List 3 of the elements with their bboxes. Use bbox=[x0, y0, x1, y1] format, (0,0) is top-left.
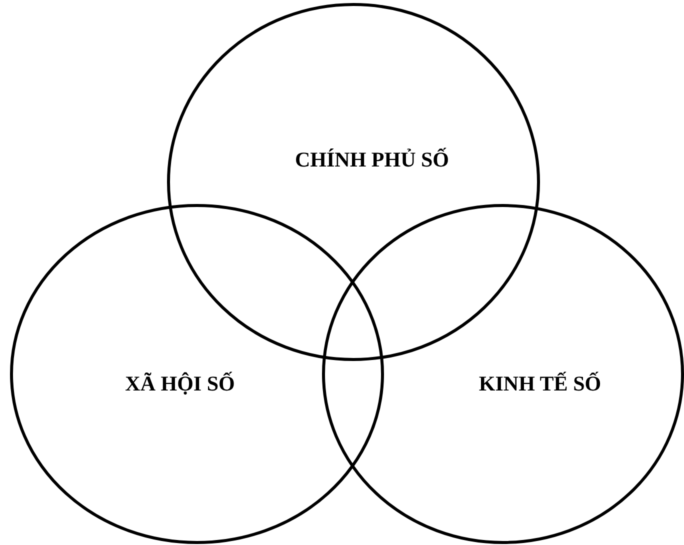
circle-label: KINH TẾ SỐ bbox=[478, 372, 602, 396]
circle-label: XÃ HỘI SỐ bbox=[125, 372, 235, 396]
circle-label: CHÍNH PHỦ SỐ bbox=[295, 148, 449, 172]
